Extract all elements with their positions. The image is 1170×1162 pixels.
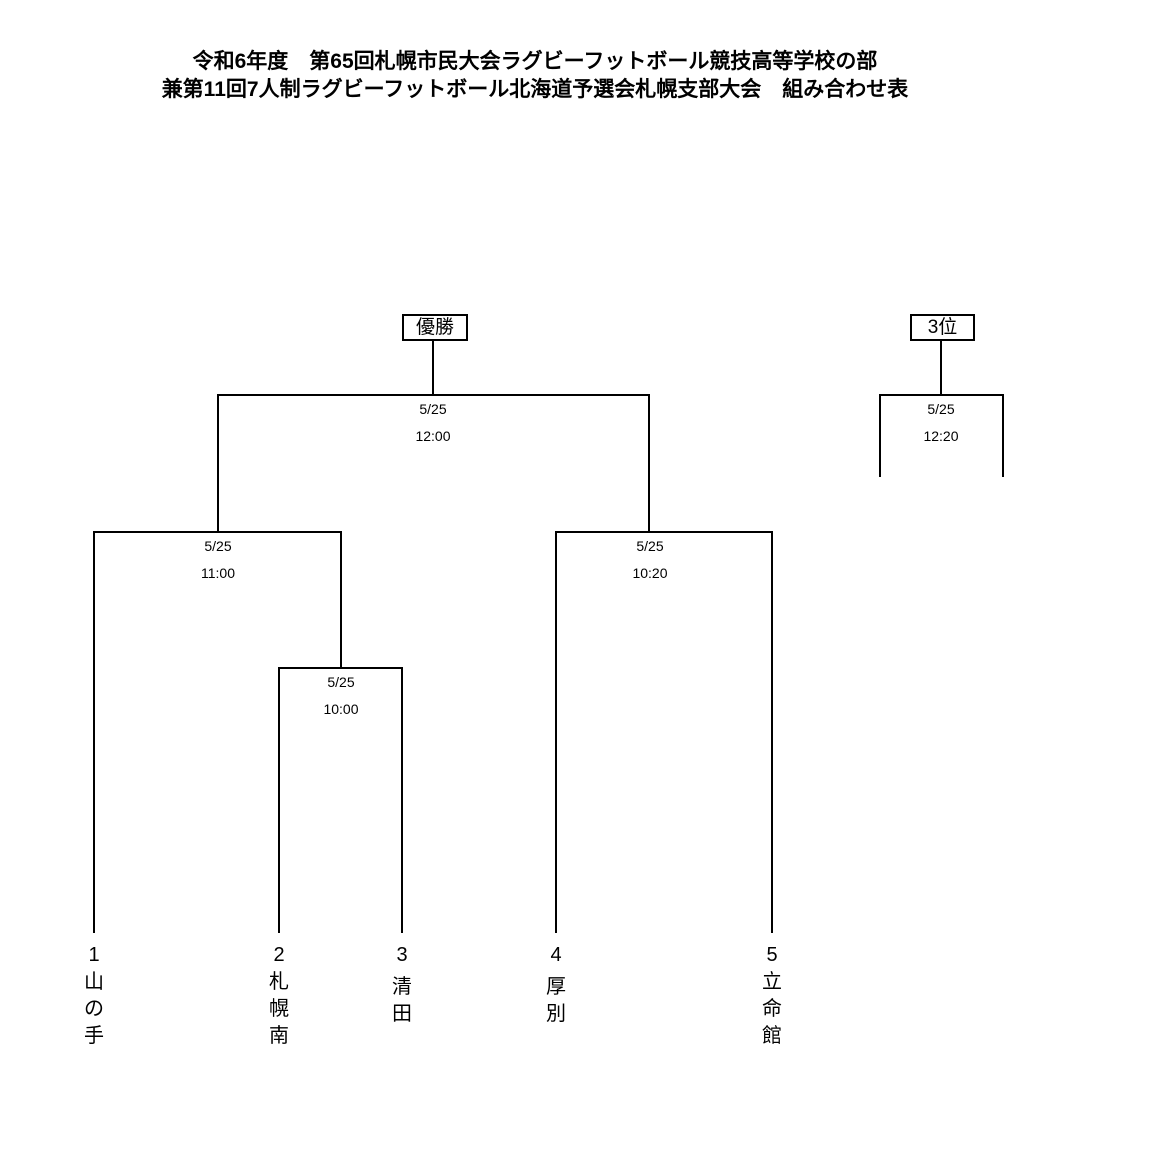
semifinal-left-line [93, 531, 342, 933]
team-name-char: 幌 [269, 998, 289, 1020]
team-name-char: 札 [269, 971, 289, 993]
team-entry: 5 立 命 館 [752, 942, 792, 1050]
third-place-date: 5/25 [927, 401, 955, 417]
team-entry: 4 厚 別 [536, 942, 576, 1028]
team-seed: 1 [88, 944, 100, 966]
team-name-char: 手 [84, 1025, 104, 1047]
third-place-line [879, 341, 1004, 477]
team-entry: 2 札 幌 南 [259, 942, 299, 1050]
match-time: 11:00 [201, 565, 235, 581]
team-entry: 1 山 の 手 [74, 942, 114, 1050]
final-time: 12:00 [415, 428, 451, 444]
third-place-time: 12:20 [923, 428, 959, 444]
match-date: 5/25 [327, 674, 355, 690]
title-line-2: 兼第11回7人制ラグビーフットボール北海道予選会札幌支部大会 組み合わせ表 [161, 78, 909, 101]
third-place-box: 3位 [910, 314, 975, 341]
match-time: 10:20 [632, 565, 668, 581]
title-line-1: 令和6年度 第65回札幌市民大会ラグビーフットボール競技高等学校の部 [192, 50, 878, 73]
team-name-char: 別 [546, 1003, 566, 1025]
team-name-char: 清 [392, 976, 412, 998]
team-name-char: の [84, 998, 104, 1020]
first-round-line [278, 667, 403, 933]
team-seed: 4 [550, 944, 562, 966]
team-name-char: 厚 [546, 976, 566, 998]
team-name-char: 命 [762, 998, 782, 1020]
final-line [217, 341, 650, 532]
team-seed: 2 [273, 944, 285, 966]
team-seed: 5 [766, 944, 778, 966]
semifinal-right-line [555, 531, 773, 933]
team-seed: 3 [396, 944, 408, 966]
team-name-char: 山 [84, 971, 104, 993]
team-name-char: 南 [269, 1025, 289, 1047]
team-name-char: 館 [762, 1025, 782, 1047]
team-entry: 3 清 田 [382, 942, 422, 1028]
champion-box: 優勝 [402, 314, 468, 341]
team-name-char: 田 [392, 1003, 412, 1025]
match-date: 5/25 [636, 538, 664, 554]
final-date: 5/25 [419, 401, 447, 417]
match-date: 5/25 [204, 538, 232, 554]
match-time: 10:00 [323, 701, 359, 717]
team-name-char: 立 [762, 971, 782, 993]
